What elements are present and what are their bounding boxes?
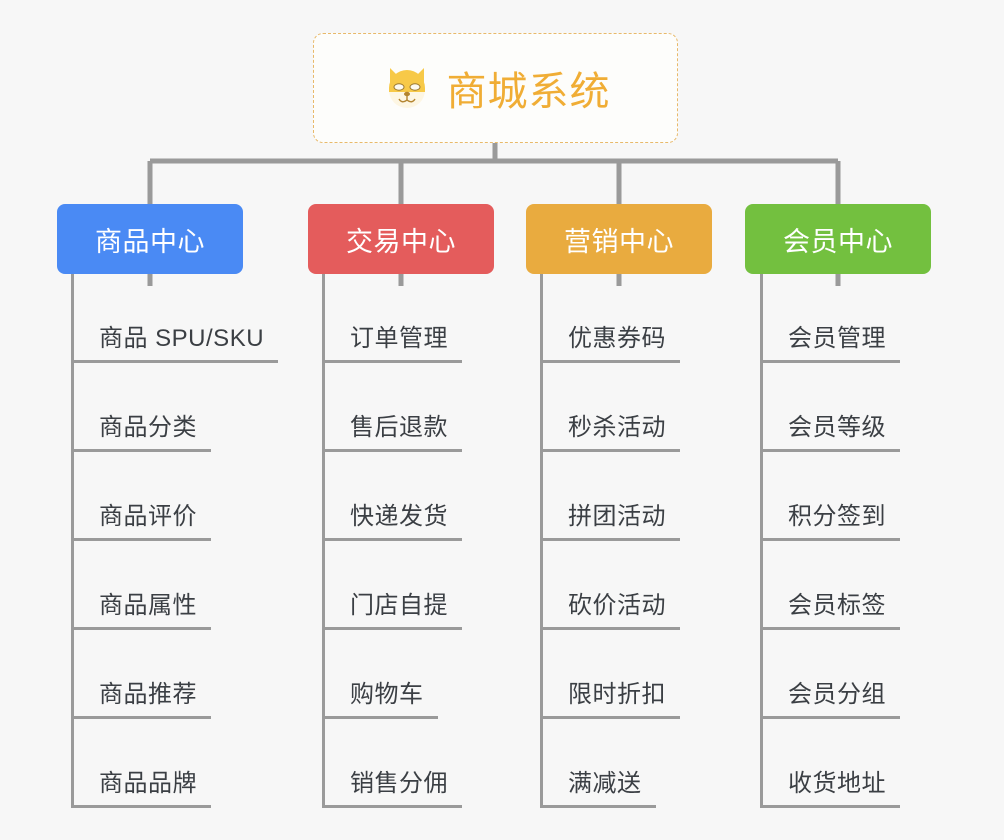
leaf-item[interactable]: 限时折扣 — [540, 630, 680, 719]
leaf-item[interactable]: 商品推荐 — [71, 630, 211, 719]
category-node-label: 交易中心 — [346, 226, 456, 257]
leaf-item[interactable]: 优惠券码 — [540, 274, 680, 363]
leaf-item-label: 限时折扣 — [568, 681, 666, 708]
root-title: 商城系统 — [446, 70, 611, 114]
leaf-item[interactable]: 商品品牌 — [71, 719, 211, 808]
category-node-label: 营销中心 — [564, 226, 674, 257]
leaf-item-label: 会员等级 — [788, 414, 886, 441]
leaf-item-underline: 优惠券码 — [540, 324, 680, 363]
leaf-item[interactable]: 秒杀活动 — [540, 363, 680, 452]
leaf-item-underline: 商品 SPU/SKU — [71, 324, 279, 363]
category-node-3[interactable]: 营销中心 — [526, 204, 712, 274]
leaf-item-label: 砍价活动 — [568, 592, 666, 619]
leaf-item[interactable]: 售后退款 — [322, 363, 462, 452]
leaf-item-label: 商品评价 — [99, 503, 197, 530]
leaf-item-label: 拼团活动 — [568, 503, 666, 530]
leaf-item-label: 会员分组 — [788, 681, 886, 708]
leaf-item-label: 满减送 — [568, 770, 642, 797]
shiba-dog-emoji — [381, 62, 433, 114]
leaf-column-spine — [540, 274, 543, 808]
leaf-item-underline: 收货地址 — [760, 769, 900, 808]
leaf-item-label: 会员标签 — [788, 592, 886, 619]
leaf-item[interactable]: 收货地址 — [760, 719, 900, 808]
root-node[interactable]: 商城系统 — [313, 33, 678, 143]
leaf-item[interactable]: 会员标签 — [760, 541, 900, 630]
leaf-column-spine — [760, 274, 763, 808]
leaf-item-underline: 满减送 — [540, 769, 656, 808]
leaf-item-underline: 商品分类 — [71, 413, 211, 452]
leaf-item-underline: 商品推荐 — [71, 680, 211, 719]
leaf-column-spine — [322, 274, 325, 808]
leaf-item[interactable]: 门店自提 — [322, 541, 462, 630]
leaf-item-label: 积分签到 — [788, 503, 886, 530]
leaf-item[interactable]: 砍价活动 — [540, 541, 680, 630]
leaf-item-underline: 门店自提 — [322, 591, 462, 630]
leaf-item-underline: 购物车 — [322, 680, 438, 719]
leaf-item[interactable]: 订单管理 — [322, 274, 462, 363]
leaf-item-underline: 订单管理 — [322, 324, 462, 363]
leaf-item-underline: 会员管理 — [760, 324, 900, 363]
leaf-item-label: 销售分佣 — [350, 770, 448, 797]
leaf-item-label: 商品 SPU/SKU — [99, 325, 265, 352]
leaf-item[interactable]: 商品属性 — [71, 541, 211, 630]
leaf-item-underline: 商品属性 — [71, 591, 211, 630]
leaf-item-label: 商品属性 — [99, 592, 197, 619]
leaf-item-label: 会员管理 — [788, 325, 886, 352]
leaf-item-label: 商品推荐 — [99, 681, 197, 708]
leaf-item-label: 收货地址 — [788, 770, 886, 797]
leaf-item[interactable]: 会员分组 — [760, 630, 900, 719]
category-node-1[interactable]: 商品中心 — [57, 204, 243, 274]
leaf-item-label: 售后退款 — [350, 414, 448, 441]
leaf-item-underline: 商品品牌 — [71, 769, 211, 808]
leaf-item-underline: 拼团活动 — [540, 502, 680, 541]
leaf-item-label: 快递发货 — [350, 503, 448, 530]
leaf-item[interactable]: 商品分类 — [71, 363, 211, 452]
leaf-item[interactable]: 快递发货 — [322, 452, 462, 541]
leaf-item-label: 订单管理 — [350, 325, 448, 352]
leaf-item[interactable]: 积分签到 — [760, 452, 900, 541]
leaf-item[interactable]: 商品 SPU/SKU — [71, 274, 279, 363]
category-node-label: 商品中心 — [95, 226, 205, 257]
leaf-item-underline: 秒杀活动 — [540, 413, 680, 452]
leaf-item[interactable]: 满减送 — [540, 719, 656, 808]
leaf-item-label: 门店自提 — [350, 592, 448, 619]
leaf-item-underline: 会员分组 — [760, 680, 900, 719]
leaf-item-label: 商品分类 — [99, 414, 197, 441]
leaf-item-label: 优惠券码 — [568, 325, 666, 352]
leaf-item-label: 商品品牌 — [99, 770, 197, 797]
leaf-item-underline: 积分签到 — [760, 502, 900, 541]
category-node-4[interactable]: 会员中心 — [745, 204, 931, 274]
leaf-item-underline: 快递发货 — [322, 502, 462, 541]
leaf-item[interactable]: 销售分佣 — [322, 719, 462, 808]
leaf-item-underline: 销售分佣 — [322, 769, 462, 808]
leaf-column-spine — [71, 274, 74, 808]
leaf-item-underline: 售后退款 — [322, 413, 462, 452]
leaf-item-underline: 会员标签 — [760, 591, 900, 630]
leaf-item-underline: 会员等级 — [760, 413, 900, 452]
leaf-item-label: 秒杀活动 — [568, 414, 666, 441]
category-node-2[interactable]: 交易中心 — [308, 204, 494, 274]
leaf-item-label: 购物车 — [350, 681, 424, 708]
leaf-item[interactable]: 会员管理 — [760, 274, 900, 363]
leaf-item[interactable]: 商品评价 — [71, 452, 211, 541]
leaf-item[interactable]: 会员等级 — [760, 363, 900, 452]
leaf-item-underline: 砍价活动 — [540, 591, 680, 630]
category-node-label: 会员中心 — [783, 226, 893, 257]
leaf-item[interactable]: 拼团活动 — [540, 452, 680, 541]
leaf-item-underline: 限时折扣 — [540, 680, 680, 719]
leaf-item[interactable]: 购物车 — [322, 630, 438, 719]
leaf-item-underline: 商品评价 — [71, 502, 211, 541]
